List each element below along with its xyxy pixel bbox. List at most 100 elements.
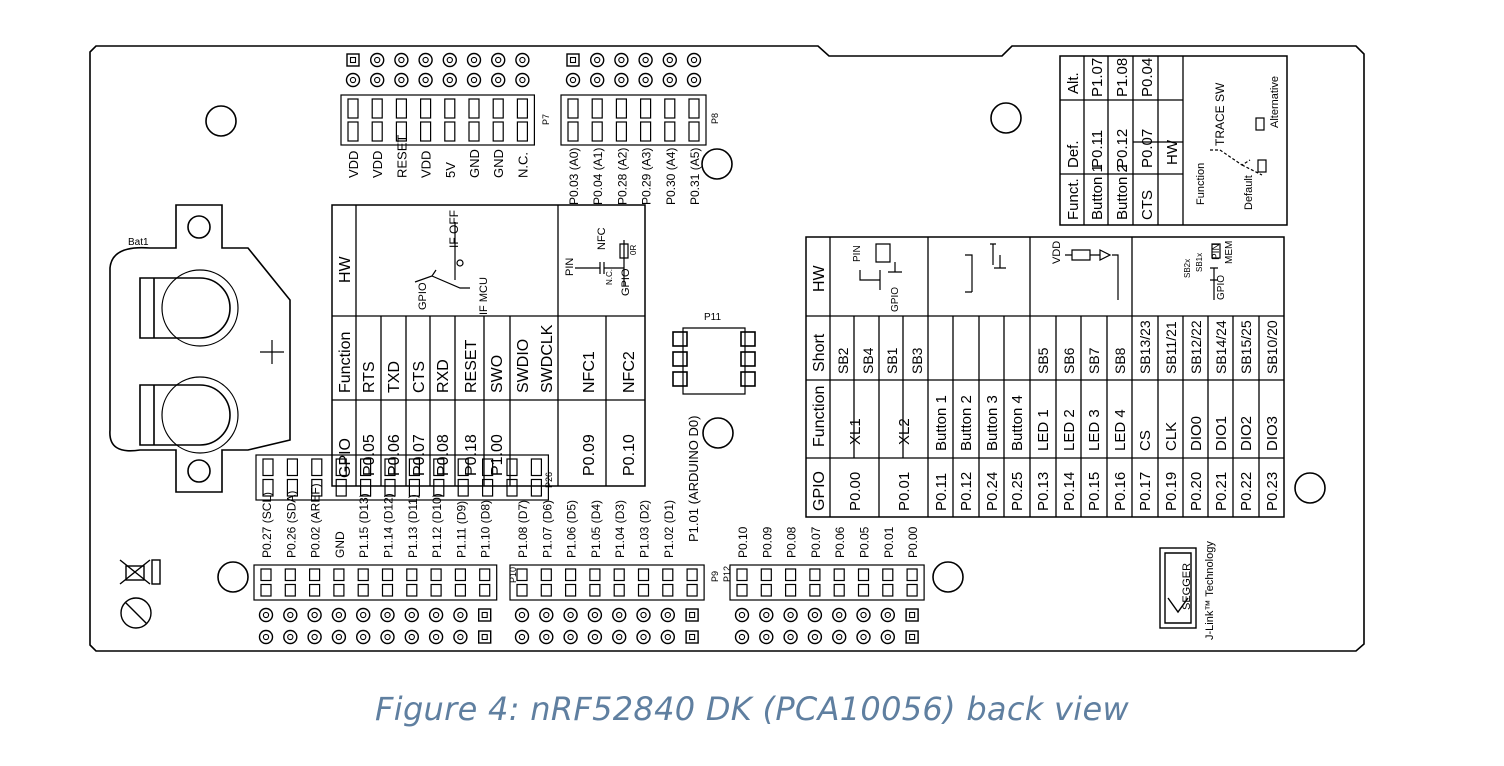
p10-row2-pad (356, 629, 371, 645)
p8-header-pin (688, 98, 700, 119)
p9-header-pin (516, 583, 528, 597)
p10-header-pin (430, 568, 442, 582)
p7-row2-pad (442, 72, 457, 88)
p9-row2-pad-inner (543, 633, 550, 641)
p7-row1-pad (418, 52, 433, 68)
p7-pin-label: GND (491, 149, 506, 178)
trace-funct-cell: CTS (1139, 190, 1156, 220)
p9-row1-pad (587, 607, 603, 623)
p10-row2-pad-inner (335, 633, 343, 641)
p12-row1-pad-inner (787, 611, 794, 619)
p12-header-pin (857, 583, 870, 597)
p7-row2-pad (491, 72, 506, 88)
p9-row1-pad-inner (543, 611, 550, 619)
p26-header-pin (335, 458, 347, 477)
main-header-gpio: GPIO (811, 471, 828, 511)
main-short-cell: SB2 (835, 347, 851, 374)
if-table-gpio-cell: P0.08 (435, 434, 452, 476)
main-gpio-cell: P0.16 (1112, 472, 1129, 511)
p10-row2-pad (428, 629, 444, 645)
p26-header-pin (360, 478, 372, 497)
main-function-cell: Button 2 (958, 395, 975, 451)
mount-hole-right (1294, 472, 1326, 504)
p9-row1-pad-inner (640, 611, 647, 619)
trace-funct-cell: Button 1 (1089, 164, 1106, 220)
p8-header-pin (664, 121, 676, 142)
weee-icon (119, 559, 161, 585)
p12-header-pin (809, 568, 821, 582)
p10-header-pin (260, 568, 272, 582)
p9-row1-pad (685, 608, 699, 622)
p9-row1-pad-inner (616, 611, 623, 619)
if-switch-pin (456, 259, 464, 267)
p9-row2-pad (587, 629, 603, 645)
nfc-schematic (575, 240, 629, 286)
p7-row2-pad (515, 72, 530, 88)
p12-row1-pad (832, 607, 847, 623)
if-table-gpio-cell: P0.18 (463, 434, 480, 476)
p12-pin-label: P0.06 (833, 526, 847, 558)
p26-header-pin (457, 478, 469, 497)
p10-header-pin (406, 583, 418, 597)
p8-row2-pad (662, 72, 677, 88)
p7-label: P7 (541, 114, 551, 125)
p10-pin-label: P0.02 (AREF) (309, 483, 323, 558)
main-short-cell: SB11/21 (1163, 321, 1179, 374)
p7-pin-label: VDD (419, 151, 434, 178)
trace-default-label: Default (1243, 175, 1255, 210)
segger-text: SEGGER (1181, 563, 1193, 610)
trace-header-funct: Funct. (1065, 178, 1082, 220)
p10-row2-pad-inner (262, 633, 270, 641)
p10-row2-pad-inner (360, 633, 367, 641)
nfc-hw-pin-label: PIN (564, 258, 576, 276)
p8-header-pin (664, 98, 676, 119)
if-table-border (331, 204, 646, 487)
p10-pin-label: P0.27 (SCL) (260, 492, 274, 558)
p10-row1-pad (356, 607, 371, 623)
p8-header-pin (639, 121, 652, 142)
p10-header-pin (284, 568, 296, 582)
main-hw-mem-label: MEM (1224, 241, 1235, 264)
p26-header-pin (384, 458, 396, 477)
p10-row1-pad-inner (287, 611, 294, 619)
p8-pin-label: P0.30 (A4) (664, 148, 678, 205)
p10-row2-pad (283, 629, 298, 645)
p9-row2-pad (539, 629, 554, 645)
xl-schematic (859, 243, 902, 290)
main-header-function: Function (811, 386, 828, 447)
mount-hole-top (701, 148, 733, 180)
p7-row2-pad (394, 72, 409, 88)
trace-hw-header: HW (1164, 139, 1181, 165)
p7-row1-pad (442, 52, 457, 68)
p10-header-pin (454, 568, 466, 582)
main-short-cell: SB1 (884, 347, 900, 374)
p12-row1-pad (905, 608, 919, 622)
p9-header-pin (637, 583, 650, 597)
p12-row2-pad (734, 629, 750, 645)
p7-row1-pad-inner (398, 56, 405, 64)
p9-row1-pad-inner (664, 611, 671, 619)
p9-label: P9 (710, 571, 720, 582)
main-header-short: Short (811, 333, 828, 372)
p12-row1-pad (807, 607, 823, 623)
main-function-cell: XL2 (896, 418, 913, 445)
p9-header-pin (686, 568, 698, 582)
p8-row1-pad-inner (642, 56, 649, 64)
trace-switch-schematic (1210, 149, 1263, 176)
trace-header-alt: Alt. (1065, 72, 1082, 94)
p26-header-pin (506, 478, 518, 497)
mount-hole-bl (217, 561, 249, 593)
p9-row2-pad-inner (689, 633, 696, 641)
p12-pin-label: P0.01 (882, 526, 896, 558)
p8-row2-pad (686, 72, 702, 88)
p7-header-pin (444, 98, 456, 119)
p7-row2-pad (370, 72, 385, 88)
p26-header-pin (286, 458, 298, 477)
p10-pin-label: P1.12 (D10) (430, 493, 444, 558)
p9-row1-pad (539, 607, 554, 623)
p9-header-pin (540, 568, 552, 582)
p7-row1-pad-inner (495, 56, 502, 64)
p8-row2-pad-inner (666, 76, 673, 84)
main-gpio-cell: P0.24 (984, 472, 1001, 511)
p7-row2-pad-inner (470, 76, 478, 84)
